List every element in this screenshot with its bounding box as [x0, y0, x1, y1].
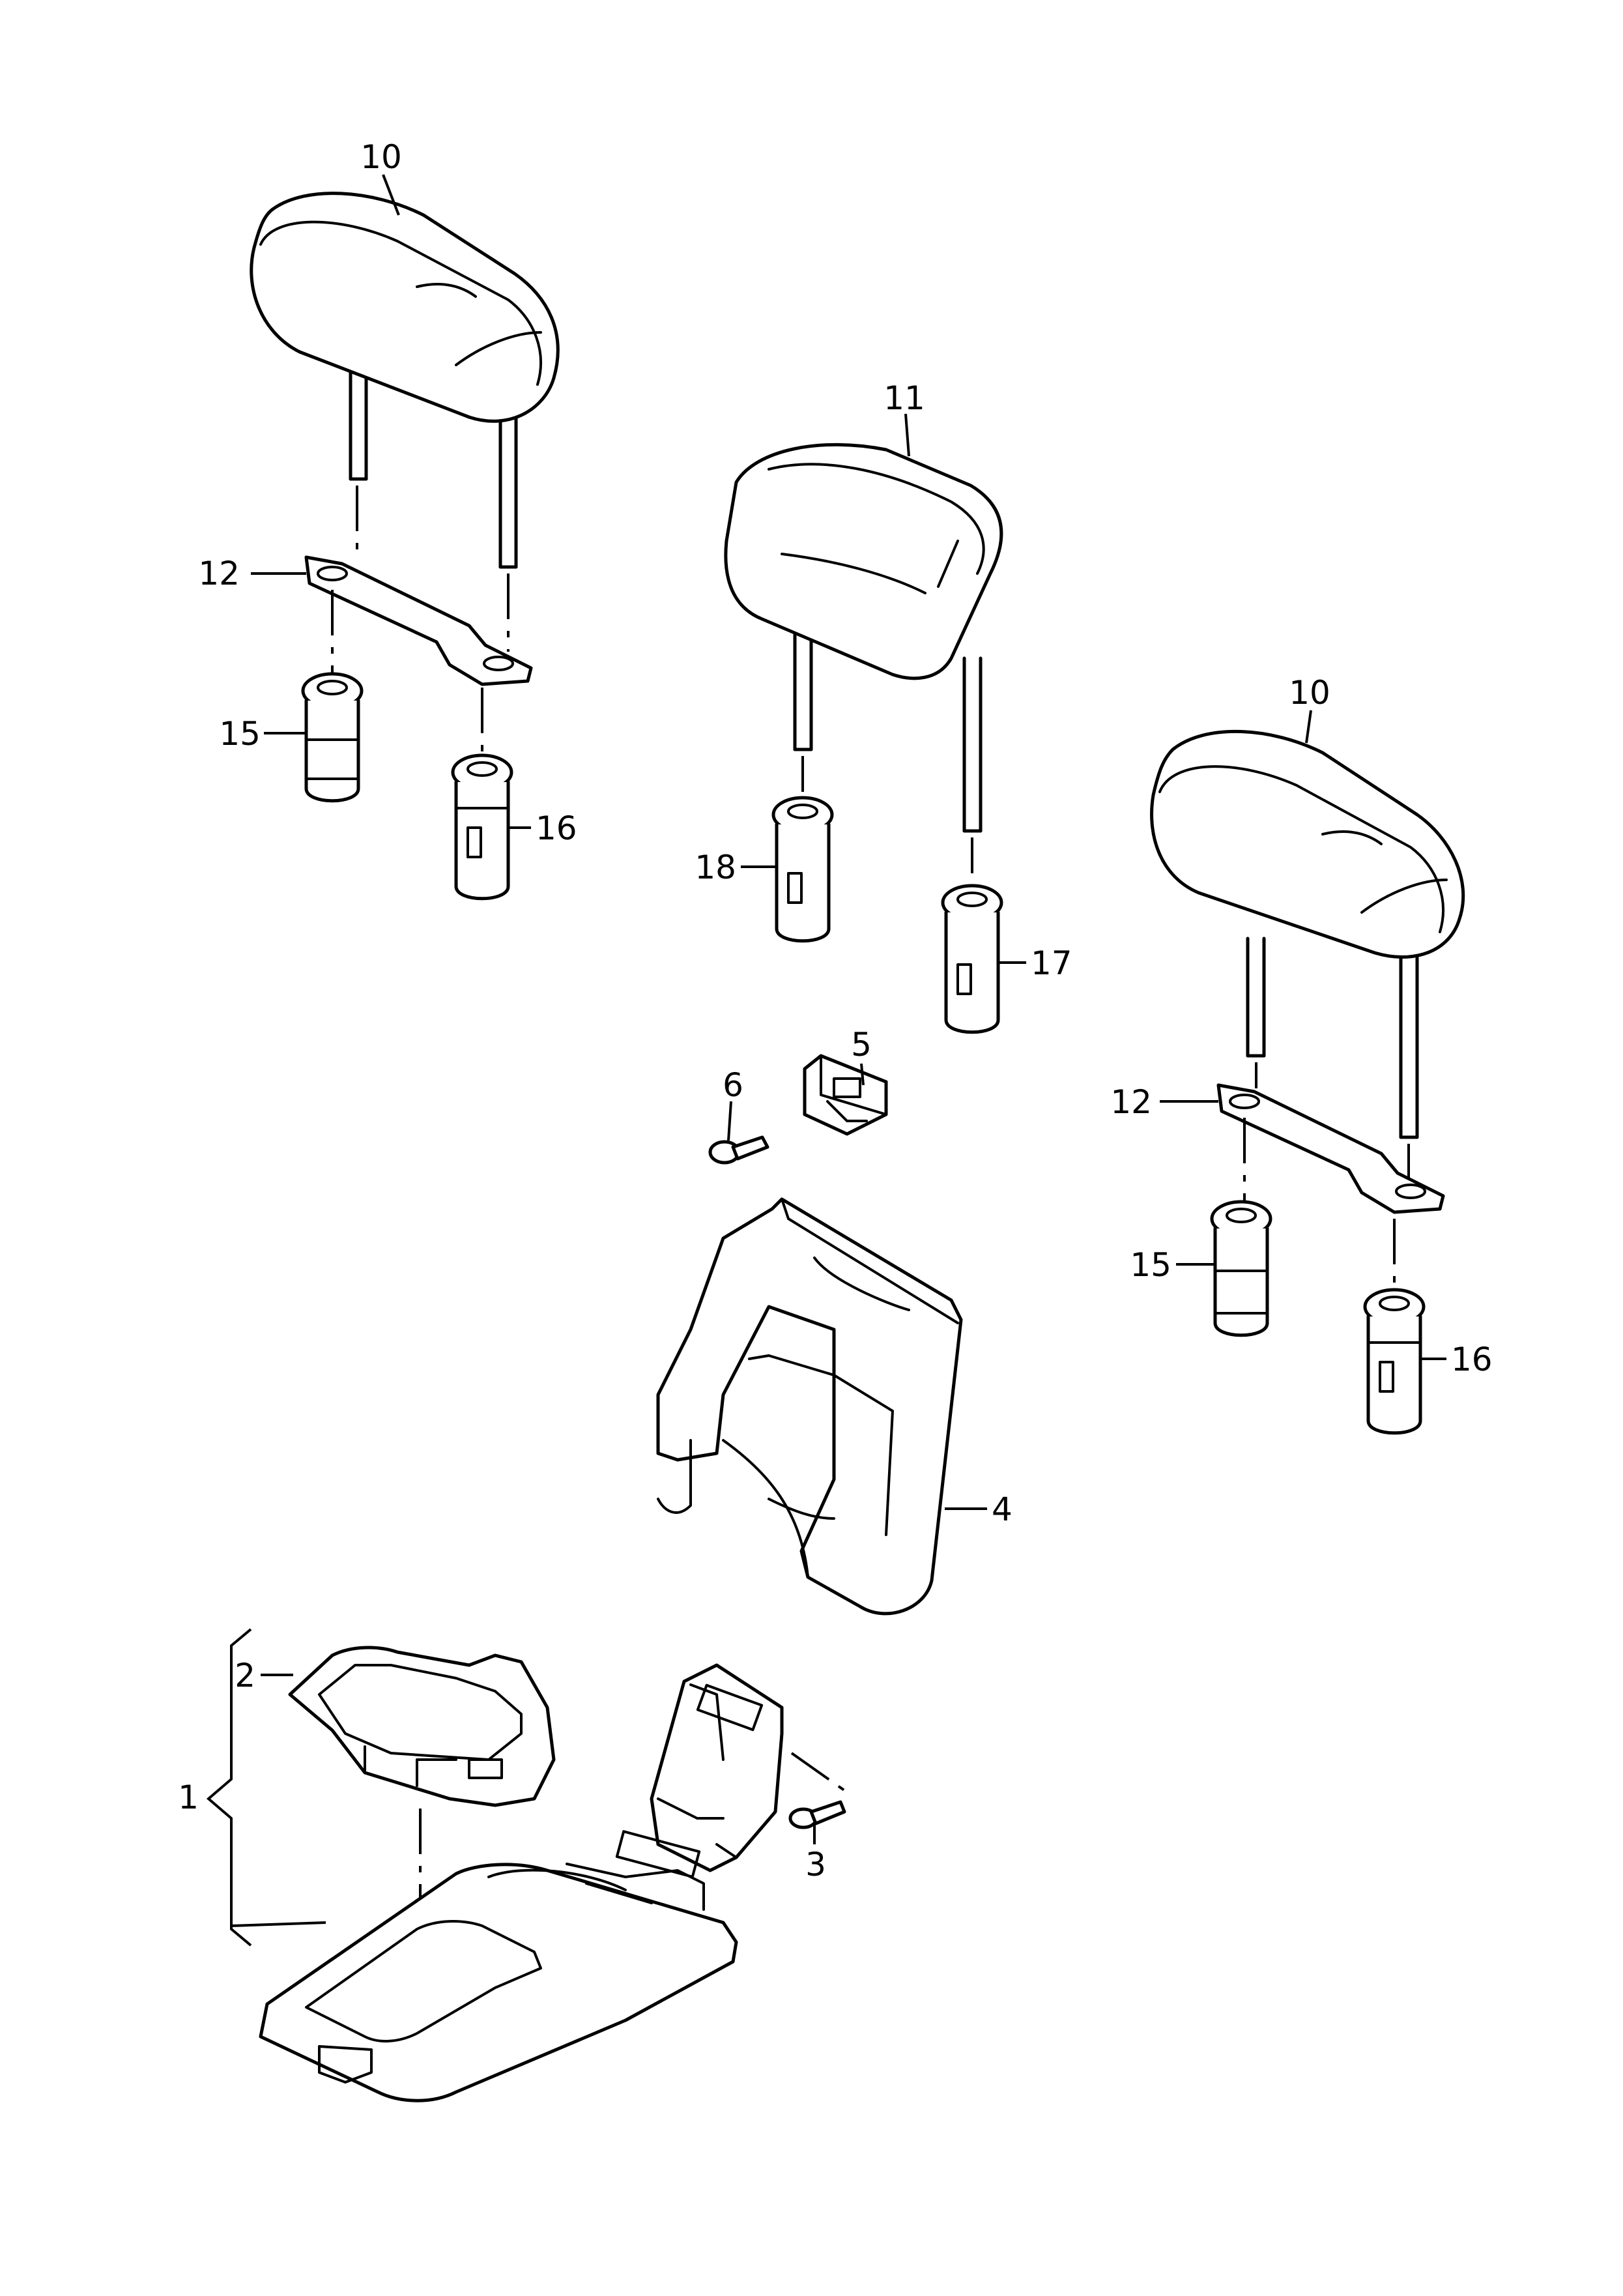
headrest-left [250, 192, 560, 569]
callout-16-right: 16 [1451, 1341, 1493, 1378]
guide-sleeve-right-15 [1210, 1200, 1272, 1337]
callout-10-left: 10 [360, 138, 402, 176]
callout-18: 18 [695, 849, 736, 886]
callout-11: 11 [883, 379, 925, 417]
guide-sleeve-left-16 [451, 753, 513, 901]
callout-12-right: 12 [1110, 1083, 1152, 1121]
hinge-bracket [650, 1663, 784, 1872]
seat-base [259, 1830, 738, 2102]
callout-3: 3 [805, 1846, 826, 1883]
callout-10-right: 10 [1289, 674, 1330, 712]
backrest-frame-4 [656, 1197, 963, 1616]
callout-12-left: 12 [198, 555, 240, 592]
callout-16-left: 16 [536, 809, 577, 847]
headrest-right [1150, 730, 1465, 1139]
callout-17: 17 [1031, 944, 1072, 982]
guide-sleeve-center-18 [771, 796, 834, 943]
bracket-right [1216, 1083, 1445, 1214]
leader-10-left [382, 174, 400, 216]
guide-sleeve-center-17 [941, 884, 1003, 1034]
clip-5 [803, 1054, 888, 1136]
leader-6 [727, 1101, 732, 1141]
seat-cushion-2 [288, 1646, 556, 1807]
assembly-brace-1 [206, 1628, 252, 1947]
callout-1: 1 [178, 1779, 199, 1816]
headrest-center [724, 443, 1003, 833]
callout-4: 4 [992, 1490, 1013, 1528]
callout-5: 5 [851, 1026, 872, 1064]
guide-sleeve-right-16 [1363, 1288, 1426, 1435]
leader-10-right [1305, 710, 1312, 744]
guide-sleeve-left-15 [301, 672, 364, 803]
screw-6 [708, 1135, 769, 1165]
callout-6: 6 [723, 1066, 743, 1104]
leader-5 [860, 1063, 865, 1086]
leader-11 [904, 413, 910, 457]
callout-2: 2 [235, 1657, 255, 1694]
callout-15-right: 15 [1130, 1246, 1171, 1284]
callout-15-left: 15 [219, 715, 261, 753]
bracket-left [304, 555, 533, 686]
screw-3 [788, 1800, 846, 1829]
leader-1 [231, 1921, 326, 1927]
